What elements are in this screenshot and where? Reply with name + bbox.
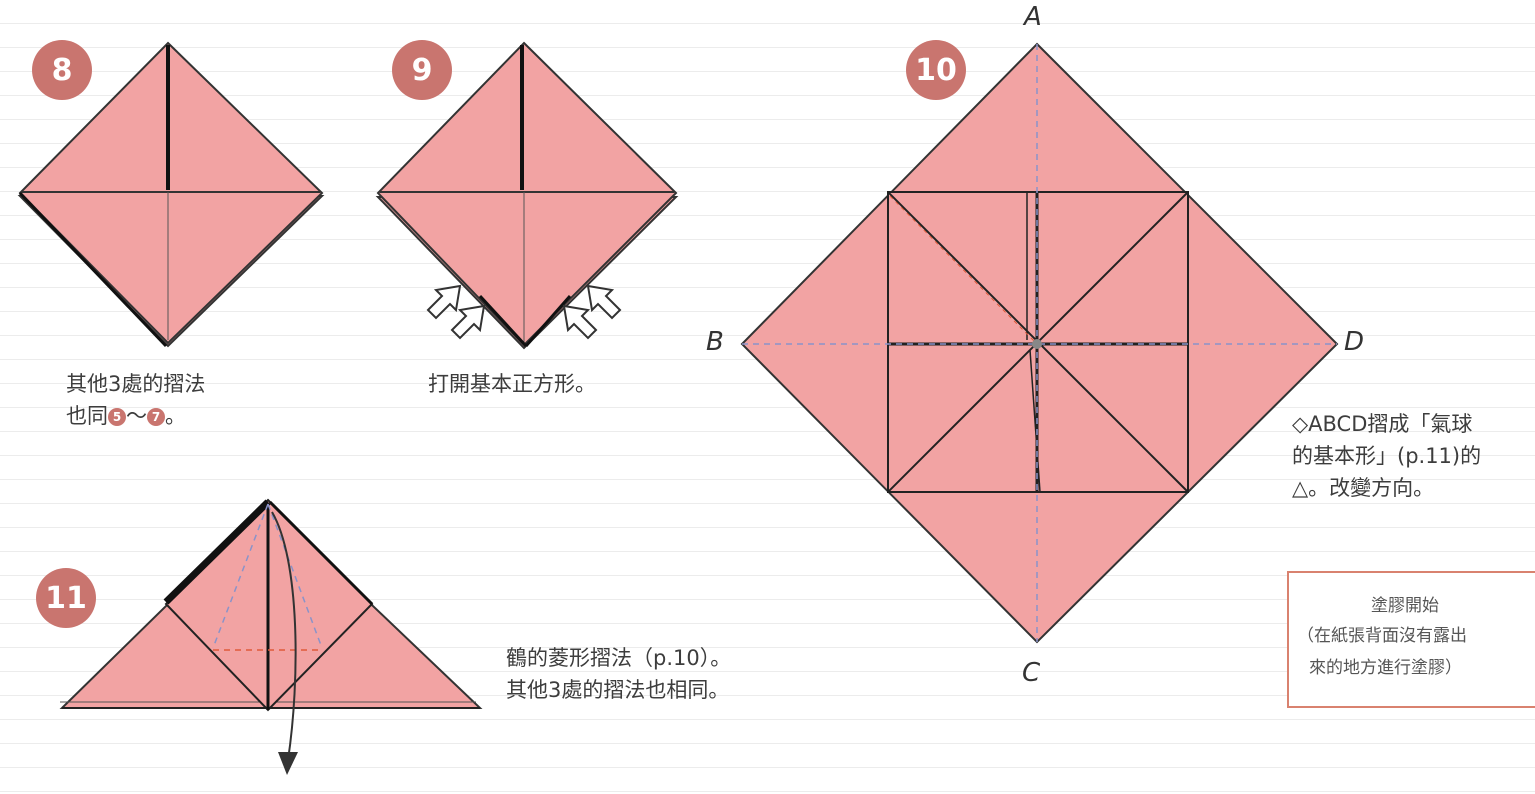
step8-line2-mid: ～ — [126, 404, 147, 428]
glue-line2: 來的地方進行塗膠） — [1309, 658, 1462, 678]
step8-caption-line1: 其他3處的摺法 — [66, 372, 206, 396]
step9-badge: 9 — [392, 40, 452, 100]
step10-diagram — [740, 42, 1339, 644]
step8-badge: 8 — [32, 40, 92, 100]
step8-diagram — [17, 41, 325, 348]
corner-label-c: C — [1022, 658, 1041, 688]
step11-caption-line1: 鶴的菱形摺法（p.10）。 — [506, 646, 732, 670]
glue-line1: （在紙張背面沒有露出 — [1297, 626, 1467, 646]
step9-caption: 打開基本正方形。 — [428, 372, 596, 396]
step10-note-line1: ◇ABCD摺成「氣球 — [1292, 412, 1473, 436]
step-ref-7: 7 — [147, 408, 165, 426]
step-ref-5: 5 — [108, 408, 126, 426]
step11-badge: 11 — [36, 568, 96, 628]
step10-note-line3: △。改變方向。 — [1292, 476, 1435, 500]
corner-label-a: A — [1024, 2, 1042, 32]
step11-caption: 鶴的菱形摺法（p.10）。 其他3處的摺法也相同。 — [506, 642, 731, 706]
step8-line2-pre: 也同 — [66, 404, 108, 428]
glue-title: 塗膠開始 — [1371, 596, 1439, 616]
step11-caption-line2: 其他3處的摺法也相同。 — [506, 678, 730, 702]
step9-diagram — [375, 41, 679, 350]
step10-note-line2: 的基本形」(p.11)的 — [1292, 444, 1482, 468]
corner-label-b: B — [706, 327, 724, 357]
step10-note: ◇ABCD摺成「氣球 的基本形」(p.11)的 △。改變方向。 — [1292, 408, 1481, 504]
step10-badge: 10 — [906, 40, 966, 100]
glue-note-box: 塗膠開始 （在紙張背面沒有露出 來的地方進行塗膠） — [1287, 571, 1535, 708]
step11-diagram — [59, 498, 483, 775]
step8-line2-post: 。 — [165, 404, 186, 428]
corner-label-d: D — [1344, 327, 1365, 357]
